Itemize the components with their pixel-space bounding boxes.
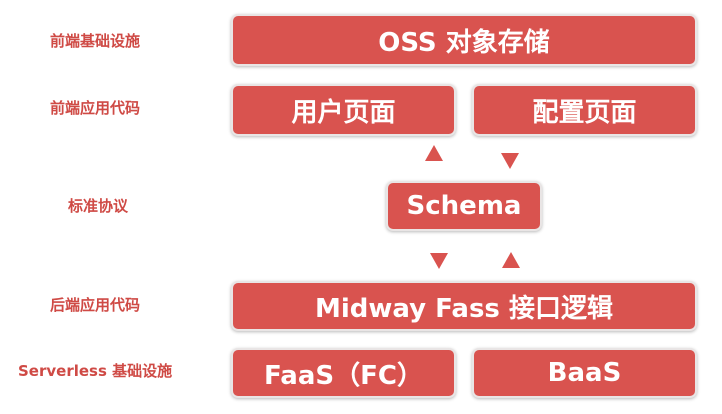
schema-box: Schema — [386, 181, 542, 231]
arrow-up-icon — [502, 252, 520, 268]
oss-storage-box: OSS 对象存储 — [231, 14, 697, 66]
layer-label-serverless-infra: Serverless 基础设施 — [18, 362, 173, 380]
arrow-down-icon — [501, 153, 519, 169]
midway-fass-box: Midway Fass 接口逻辑 — [231, 281, 697, 331]
layer-label-frontend-code: 前端应用代码 — [50, 99, 141, 117]
arrow-down-icon — [430, 253, 448, 269]
layer-label-frontend-infra: 前端基础设施 — [50, 32, 141, 50]
layer-label-protocol: 标准协议 — [68, 197, 129, 215]
arrow-up-icon — [425, 145, 443, 161]
faas-fc-box: FaaS（FC） — [231, 348, 456, 398]
user-page-box: 用户页面 — [231, 84, 456, 136]
baas-box: BaaS — [472, 348, 697, 398]
layer-label-backend-code: 后端应用代码 — [50, 296, 141, 314]
config-page-box: 配置页面 — [472, 84, 697, 136]
